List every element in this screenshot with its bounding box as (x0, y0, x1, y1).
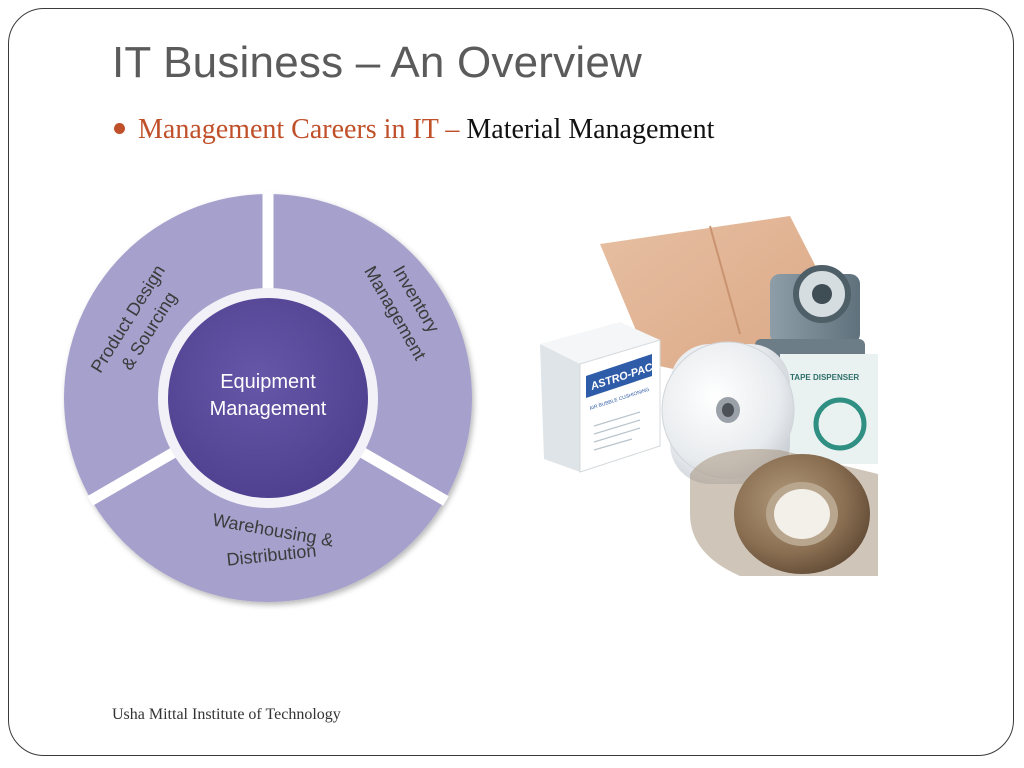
dispenser-box-text: TAPE DISPENSER (790, 373, 859, 382)
material-management-diagram: Equipment Management Product Design & So… (64, 192, 472, 602)
bullet-item: Management Careers in IT – Material Mana… (114, 112, 714, 148)
center-label-line2: Management (210, 398, 327, 420)
packaging-materials-photo: TAPE DISPENSER ASTRO-PACK AIR BUBBLE CUS… (540, 216, 878, 576)
center-label-line1: Equipment (220, 371, 316, 393)
bullet-lead-text: Management Careers in IT – (138, 114, 467, 145)
bubble-wrap-roll (661, 341, 795, 484)
dispenser-box: TAPE DISPENSER (780, 354, 878, 464)
cardboard-fold (709, 225, 741, 335)
bullet-rest-text: Material Management (466, 114, 715, 145)
segment-divider-right (355, 445, 449, 506)
bullet-dot-icon (114, 123, 125, 135)
packing-tape-roll (690, 449, 878, 576)
astro-pack-box: ASTRO-PACK AIR BUBBLE CUSHIONING (540, 322, 663, 473)
slide-footer: Usha Mittal Institute of Technology (112, 706, 341, 723)
tape-dispenser (755, 265, 865, 364)
center-circle (168, 298, 368, 498)
segment-divider-left (87, 445, 181, 506)
slide-title: IT Business – An Overview (112, 38, 642, 87)
